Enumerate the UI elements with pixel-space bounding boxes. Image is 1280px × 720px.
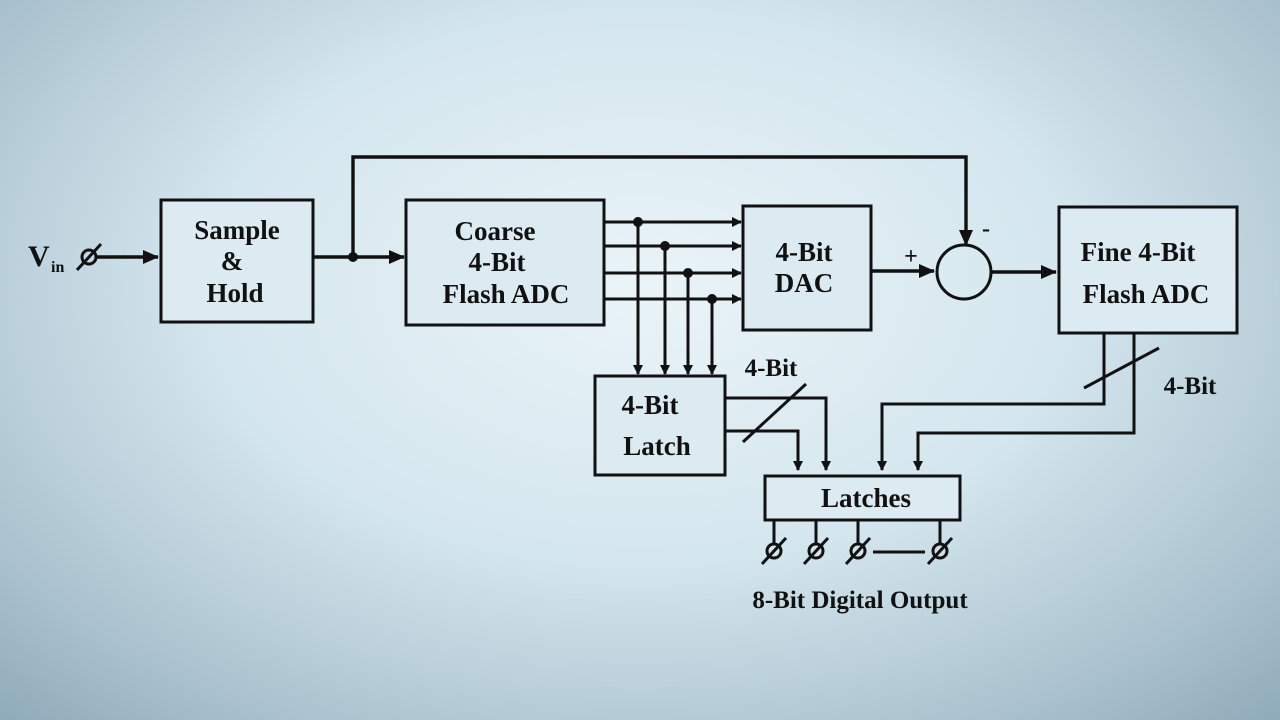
sample-hold-line3: Hold	[206, 278, 263, 308]
fine-bus-slash	[1083, 346, 1160, 390]
vin-input: V in	[28, 240, 159, 276]
latches-box	[763, 474, 962, 522]
fine-bus-width-label: 4-Bit	[1164, 373, 1217, 400]
digital-output-terminals: 8-Bit Digital Output	[752, 520, 968, 614]
subtractor-node: + -	[904, 216, 993, 301]
dac-line1: 4-Bit	[776, 237, 833, 267]
latch-bus-wire-1	[725, 396, 831, 471]
latch-output-bus: 4-Bit	[725, 355, 831, 471]
coarse-adc-line2: 4-Bit	[469, 247, 526, 277]
vin-subscript: in	[51, 259, 64, 276]
latch-bus-width-label: 4-Bit	[745, 355, 798, 382]
latch-4bit-line1: 4-Bit	[622, 390, 679, 420]
fine-bus-wire-2	[913, 333, 1136, 471]
fine-bus-wire-1	[877, 333, 1106, 471]
latches-block: Latches	[763, 474, 962, 522]
latch-bus-slash	[741, 382, 808, 444]
output-terminal-3-icon	[849, 542, 867, 560]
sample-hold-output-wiring	[313, 155, 973, 264]
vin-terminal-slash	[75, 242, 103, 272]
fine-adc-box	[1057, 205, 1239, 335]
dac-box	[741, 204, 873, 332]
feedforward-to-summer-arrow	[351, 155, 973, 257]
sample-hold-block: Sample & Hold	[159, 198, 315, 324]
coarse-adc-line1: Coarse	[455, 216, 536, 246]
output-terminal-1-icon	[765, 542, 783, 560]
dac-block: 4-Bit DAC	[741, 204, 873, 332]
fine-adc-output-bus: 4-Bit	[877, 333, 1217, 471]
output-terminal-1-slash	[760, 536, 788, 566]
summer-plus-sign: +	[904, 244, 918, 270]
latches-label: Latches	[821, 483, 911, 513]
coarse-adc-box	[404, 198, 606, 327]
output-terminal-8-icon	[931, 542, 949, 560]
coarse-adc-output-bus	[604, 217, 742, 375]
latch-4bit-block: 4-Bit Latch	[593, 374, 727, 477]
digital-output-label: 8-Bit Digital Output	[752, 587, 968, 614]
output-terminal-8-slash	[926, 536, 954, 566]
fine-adc-line1: Fine 4-Bit	[1081, 237, 1196, 267]
output-terminal-3-slash	[844, 536, 872, 566]
latch-bus-wire-2	[725, 429, 803, 471]
latch-4bit-box	[593, 374, 727, 477]
summer-minus-sign: -	[982, 216, 990, 242]
summer-circle-icon	[935, 243, 993, 301]
fine-adc-line2: Flash ADC	[1083, 279, 1210, 309]
coarse-adc-line3: Flash ADC	[443, 279, 570, 309]
vin-label: V	[28, 240, 50, 273]
sample-hold-line1: Sample	[194, 215, 280, 245]
dac-line2: DAC	[775, 268, 834, 298]
output-terminal-2-icon	[807, 542, 825, 560]
coarse-adc-block: Coarse 4-Bit Flash ADC	[404, 198, 606, 327]
output-terminal-2-slash	[802, 536, 830, 566]
latch-4bit-line2: Latch	[623, 431, 691, 461]
fine-adc-block: Fine 4-Bit Flash ADC	[1057, 205, 1239, 335]
sample-hold-line2: &	[221, 246, 244, 276]
sample-hold-box	[159, 198, 315, 324]
